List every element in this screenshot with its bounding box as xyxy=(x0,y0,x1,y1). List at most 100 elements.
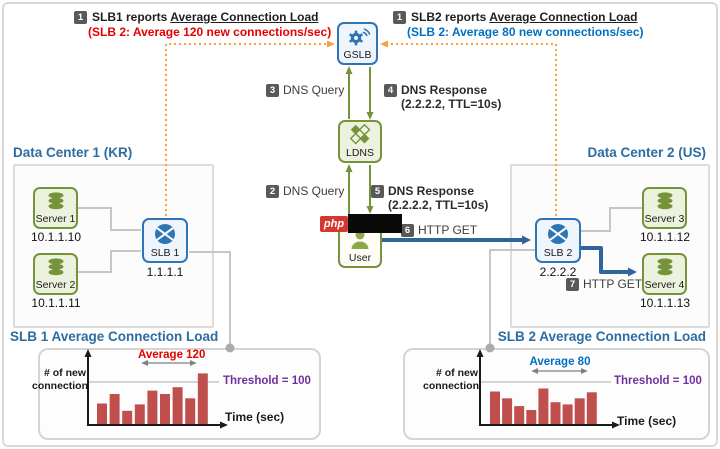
step-dns-response-upper: 4 DNS Response (2.2.2.2, TTL=10s) xyxy=(384,83,501,111)
datacenter2-title: Data Center 2 (US) xyxy=(587,145,706,160)
user-label: User xyxy=(348,252,372,264)
step-badge: 1 xyxy=(393,10,406,24)
report-text: SLB2 reports Average Connection Load xyxy=(411,10,638,24)
load-balancer-icon xyxy=(537,220,579,247)
http-get-slb2-server4-arrow xyxy=(577,246,637,277)
slb2-chart-link xyxy=(489,249,535,345)
chart2-link-dot xyxy=(485,343,495,353)
server1-slb1-link xyxy=(78,207,141,231)
chart1-link-dot xyxy=(225,343,235,353)
database-icon xyxy=(35,255,76,279)
step-badge: 4 xyxy=(384,83,397,97)
step-http-get-user: 6 HTTP GET xyxy=(401,223,477,237)
ldns-diamonds-icon xyxy=(340,122,380,147)
slb1-report-arrow xyxy=(165,40,335,216)
php-logo: php xyxy=(320,216,348,232)
gslb-label: GSLB xyxy=(343,49,372,61)
step-label: DNS Query xyxy=(283,184,345,198)
slb1-chart-link xyxy=(189,251,231,345)
step-label: DNS Response (2.2.2.2, TTL=10s) xyxy=(401,83,502,111)
slb2-label: SLB 2 xyxy=(543,247,573,259)
bar xyxy=(502,398,513,425)
slb2-report-annotation: 1 SLB2 reports Average Connection Load (… xyxy=(393,10,644,39)
server1-node: Server 1 xyxy=(33,187,78,229)
bar xyxy=(197,373,208,425)
slb2-node: SLB 2 xyxy=(535,218,581,263)
average-label: Average 80 xyxy=(529,356,591,368)
slb1-report-annotation: 1 SLB1 reports Average Connection Load (… xyxy=(74,10,331,39)
step-label: HTTP GET xyxy=(583,277,643,291)
bar xyxy=(538,388,549,425)
bar xyxy=(562,404,573,425)
report-detail: (SLB 2: Average 120 new connections/sec) xyxy=(88,25,332,39)
server3-ip: 10.1.1.12 xyxy=(639,230,691,244)
bar xyxy=(574,398,585,425)
step-dns-query-lower: 2 DNS Query xyxy=(266,184,344,198)
ldns-node: LDNS xyxy=(338,120,382,163)
slb1-label: SLB 1 xyxy=(150,247,180,259)
step-badge: 5 xyxy=(371,184,384,198)
x-axis-label: Time (sec) xyxy=(617,414,677,428)
bar xyxy=(526,410,537,425)
server2-slb1-link xyxy=(78,250,141,273)
average-label: Average 120 xyxy=(138,349,206,361)
y-axis-label: # of new connection xyxy=(423,367,480,392)
bar xyxy=(122,410,133,425)
step-dns-response-lower: 5 DNS Response (2.2.2.2, TTL=10s) xyxy=(371,184,488,212)
bar xyxy=(109,394,120,425)
bar xyxy=(134,404,145,425)
slb1-load-chart: # of new connection Time (sec) Threshold… xyxy=(32,348,317,436)
slb2-report-arrow xyxy=(380,40,557,216)
bar xyxy=(97,403,107,425)
slb1-ip: 1.1.1.1 xyxy=(146,265,184,279)
step-label: DNS Response (2.2.2.2, TTL=10s) xyxy=(388,184,489,212)
report-detail: (SLB 2: Average 80 new connections/sec) xyxy=(407,25,644,39)
server-label: Server 3 xyxy=(644,213,685,225)
slb2-chart-title: SLB 2 Average Connection Load xyxy=(497,329,706,344)
bar xyxy=(185,398,196,425)
x-axis-label: Time (sec) xyxy=(225,410,285,424)
slb1-node: SLB 1 xyxy=(142,218,188,263)
bar xyxy=(160,394,170,425)
bar xyxy=(147,390,158,425)
server-label: Server 4 xyxy=(644,279,685,291)
server-label: Server 1 xyxy=(35,213,76,225)
step-label: DNS Query xyxy=(283,83,345,97)
database-icon xyxy=(644,189,685,213)
y-axis-label: # of new connection xyxy=(32,367,89,392)
step-http-get-server: 7 HTTP GET xyxy=(566,277,642,291)
server4-node: Server 4 xyxy=(642,253,687,295)
threshold-label: Threshold = 100 xyxy=(223,375,311,387)
datacenter1-title: Data Center 1 (KR) xyxy=(13,145,133,160)
step-badge: 7 xyxy=(566,277,579,291)
gslb-gear-icon xyxy=(339,24,376,49)
database-icon xyxy=(644,255,685,279)
bar xyxy=(550,402,561,425)
server3-node: Server 3 xyxy=(642,187,687,229)
server-label: Server 2 xyxy=(35,279,76,291)
server2-ip: 10.1.1.11 xyxy=(31,296,81,310)
censor-box xyxy=(348,214,402,233)
server1-ip: 10.1.1.10 xyxy=(30,230,82,244)
step-badge: 6 xyxy=(401,223,414,237)
slb2-load-chart: # of new connection Time (sec) Threshold… xyxy=(403,348,706,436)
ldns-label: LDNS xyxy=(345,147,374,159)
step-badge: 2 xyxy=(266,184,279,198)
gslb-node: GSLB xyxy=(337,22,378,65)
slb1-chart-canvas xyxy=(84,349,228,429)
threshold-label: Threshold = 100 xyxy=(614,375,702,387)
step-label: HTTP GET xyxy=(418,223,478,237)
bar xyxy=(490,391,500,425)
bar xyxy=(514,406,525,425)
report-text: SLB1 reports Average Connection Load xyxy=(92,10,319,24)
bar xyxy=(586,392,597,425)
slb2-ip: 2.2.2.2 xyxy=(539,265,577,279)
bar xyxy=(172,387,183,425)
server4-ip: 10.1.1.13 xyxy=(639,296,691,310)
step-badge: 1 xyxy=(74,10,87,24)
load-balancer-icon xyxy=(144,220,186,247)
server3-slb2-link xyxy=(578,207,642,232)
